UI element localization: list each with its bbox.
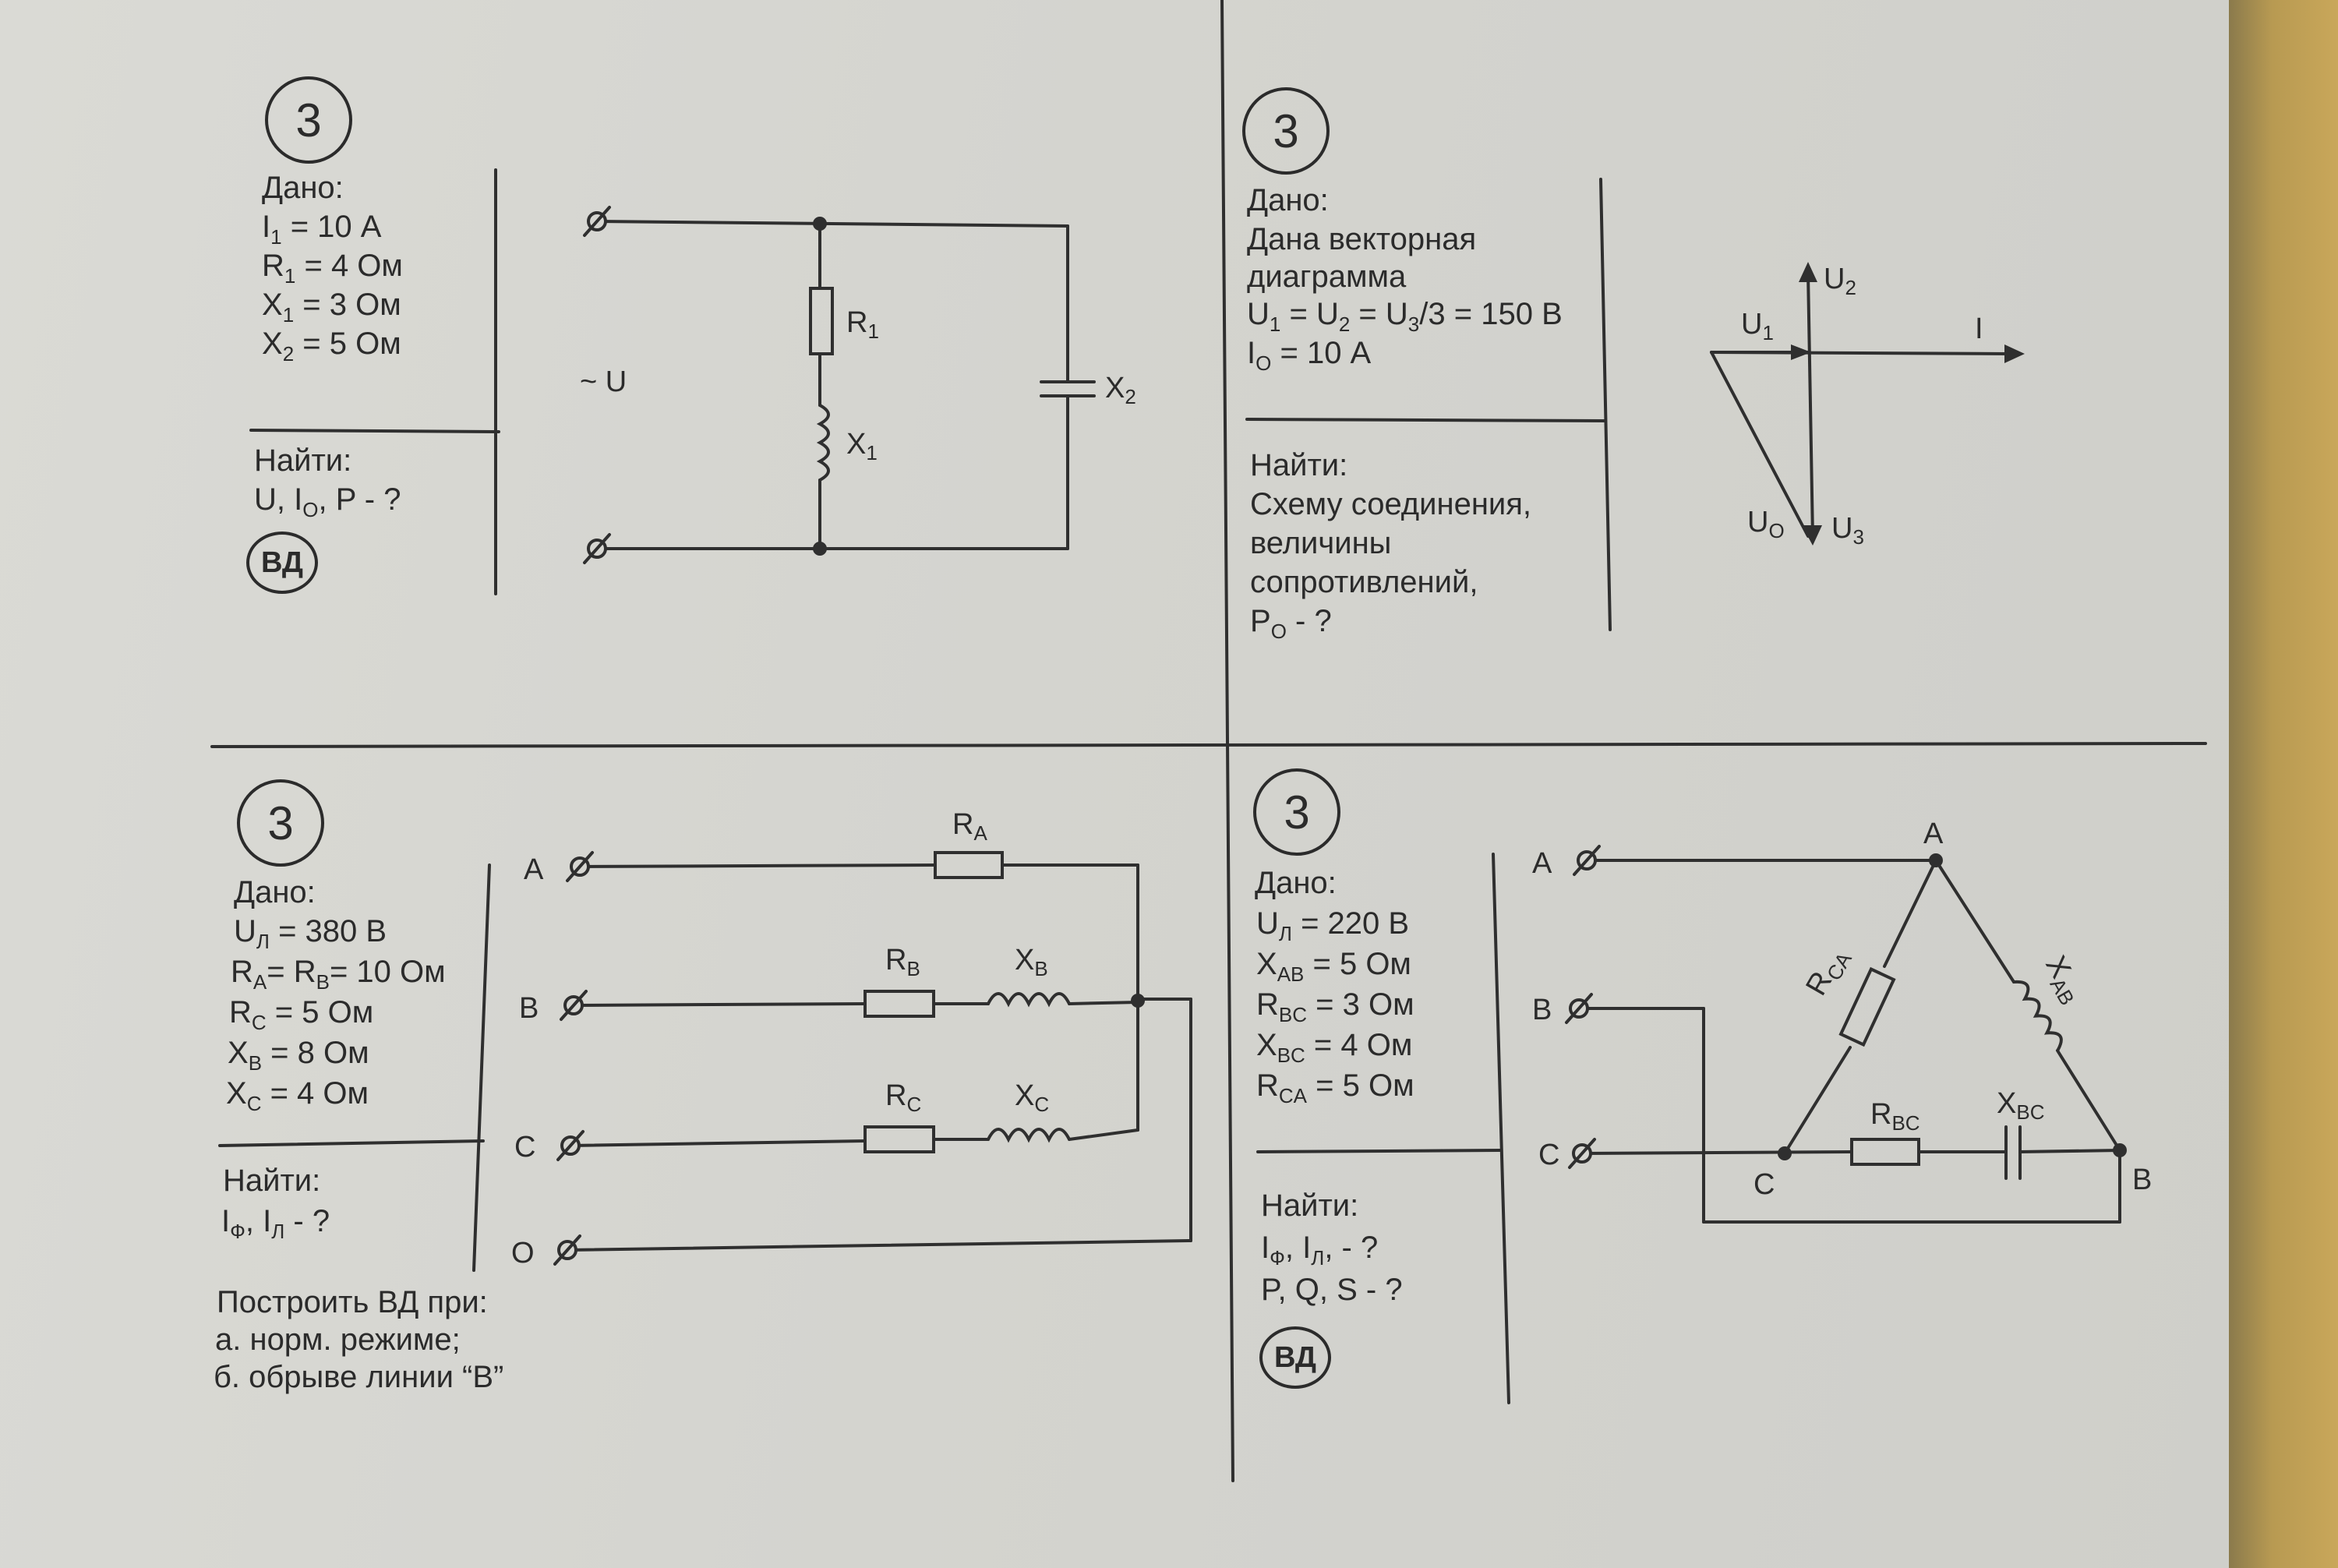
p3-xc-label: XC [1015,1079,1049,1116]
p4-given-label: Дано: [1255,866,1337,900]
p2-given-label: Дано: [1247,183,1329,217]
p4-xab-inductor [2012,980,2063,1052]
p2-current-label: I [1975,313,1983,345]
p3-xc-inductor [987,1128,1071,1143]
p4-xbc-label: XBC [1997,1087,2044,1124]
book-edge [2229,0,2338,1568]
p4-find-line-2: P, Q, S - ? [1261,1273,1403,1307]
p3-rc-resistor [864,1125,935,1153]
p3-ra-resistor [934,851,1004,879]
p2-u3-label: U3 [1831,512,1864,549]
p3-rc-label: RC [885,1079,921,1116]
p4-xab-label: XAB [2036,951,2091,1010]
p2-vertical-axis [1806,271,1814,539]
p4-vertical-rule [1492,853,1510,1404]
p1-horizontal-rule [249,429,500,433]
p4-node-b: B [2132,1164,2152,1196]
p1-given-line-4: X2 = 5 Ом [262,327,401,366]
p2-given-line-2: диаграмма [1247,260,1407,294]
p3-given-label: Дано: [234,875,316,909]
p1-source-label: ~ U [580,366,627,398]
p3-terminal-a: A [524,853,544,886]
p1-r1-label: R1 [846,306,879,343]
p2-find-line-1: Схему соединения, [1250,487,1532,521]
p4-given-line-3: RBC = 3 Ом [1256,987,1414,1026]
p1-given-label: Дано: [262,171,344,205]
p4-given-line-2: XAB = 5 Ом [1256,947,1411,986]
p2-uo-label: UO [1747,506,1785,542]
p1-find-label: Найти: [254,443,352,478]
p3-terminal-c: C [514,1131,535,1164]
p1-given-line-1: I1 = 10 А [262,210,382,249]
p4-given-line-4: XBC = 4 Ом [1256,1028,1413,1067]
p2-u2-label: U2 [1824,263,1856,299]
p1-vd-badge: ВД [246,531,318,594]
p3-build-line-3: б. обрыве линии “В” [214,1360,504,1394]
p3-find-line: IФ, IЛ - ? [221,1204,330,1243]
p3-build-line-1: Построить ВД при: [217,1285,488,1319]
p4-rca-label: RCA [1799,941,1856,1003]
page-horizontal-divider [210,742,2207,748]
p3-ra-label: RA [952,808,987,845]
p1-given-line-3: X1 = 3 Ом [262,288,401,327]
p1-circuit [583,206,1096,564]
p4-given-line-5: RCA = 5 Ом [1256,1068,1414,1107]
p4-rbc-resistor [1850,1138,1920,1166]
p4-given-line-1: UЛ = 220 В [1256,906,1410,945]
p2-find-line-3: сопротивлений, [1250,565,1478,599]
p1-x1-inductor [816,404,830,482]
p3-given-line-3: RC = 5 Ом [229,995,374,1034]
p4-node-c: C [1754,1168,1775,1201]
p4-rca-resistor [1838,966,1896,1047]
p3-circuit [553,851,1192,1266]
p3-given-line-5: XC = 4 Ом [226,1076,369,1115]
p4-find-label: Найти: [1261,1188,1359,1223]
p3-xb-inductor [987,992,1071,1008]
p3-given-line-2: RA= RB= 10 Ом [231,955,446,994]
p4-terminal-c: C [1538,1139,1559,1171]
p2-find-label: Найти: [1250,448,1348,482]
p4-terminal-b: B [1532,994,1552,1026]
p1-x2-label: X2 [1105,372,1136,408]
p4-horizontal-rule [1256,1149,1503,1153]
p2-find-line-2: величины [1250,526,1392,560]
p4-node-a: A [1923,818,1944,850]
p2-current-value: IO = 10 А [1247,336,1372,375]
p3-given-line-4: XB = 8 Ом [228,1036,369,1075]
p2-given-line-1: Дана векторная [1247,222,1477,256]
p4-circuit [1565,845,2121,1224]
paper-sheet [0,0,2229,1568]
p1-task-number: 3 [265,76,352,164]
p2-u1-label: U1 [1741,308,1774,344]
p3-xb-label: XB [1015,944,1048,980]
p2-vertical-rule [1599,178,1612,631]
p3-given-line-1: UЛ = 380 В [234,914,387,953]
p3-horizontal-rule [218,1139,485,1147]
p4-task-number: 3 [1253,768,1340,856]
p4-find-line-1: IФ, IЛ, - ? [1261,1231,1379,1270]
page-vertical-divider [1220,0,1234,1482]
p3-find-label: Найти: [223,1164,321,1198]
p3-terminal-o: O [511,1237,535,1270]
p2-find-line-4: PO - ? [1250,604,1332,643]
p3-terminal-b: B [519,992,539,1025]
p2-horizontal-rule [1245,418,1607,422]
p1-find-line: U, IO, P - ? [254,482,401,521]
p3-vertical-rule [472,863,491,1272]
p1-x1-label: X1 [846,428,878,464]
p4-terminal-a: A [1532,847,1552,880]
p1-r1-resistor [809,287,834,355]
p1-given-line-2: R1 = 4 Ом [262,249,403,288]
p3-task-number: 3 [237,779,324,867]
p3-rb-resistor [864,990,935,1018]
p4-vd-badge: ВД [1259,1326,1331,1389]
p3-rb-label: RB [885,944,920,980]
p2-uo-vector [1710,351,1810,538]
p2-task-number: 3 [1242,87,1330,175]
p2-formula: U1 = U2 = U3/3 = 150 В [1247,297,1563,336]
p2-vector-diagram [1710,271,2012,539]
p3-build-line-2: а. норм. режиме; [215,1323,461,1357]
p4-rbc-label: RBC [1870,1098,1920,1135]
